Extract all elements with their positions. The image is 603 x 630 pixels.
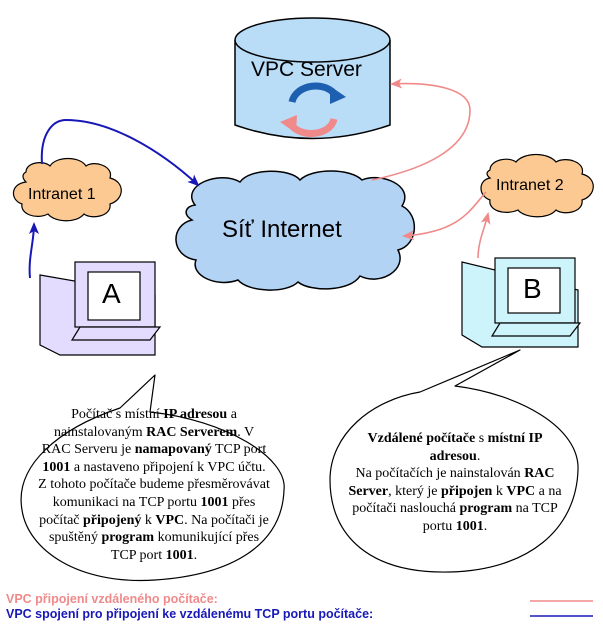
internet-label: Síť Internet xyxy=(222,216,342,243)
remote-line-internet-to-server xyxy=(371,78,471,181)
intranet-1-cloud xyxy=(12,157,122,222)
tcp-line-intranet1-to-internet xyxy=(40,118,200,187)
intranet-2-cloud xyxy=(480,153,594,218)
computer-b xyxy=(461,257,582,348)
remote-line-b-to-intranet2 xyxy=(477,212,491,259)
intranet-1-label: Intranet 1 xyxy=(28,186,96,203)
server-title: VPC Server xyxy=(251,58,362,81)
bubble-b-text: Vzdálené počítače s místní IP adresou.Na… xyxy=(348,431,562,534)
intranet-2-label: Intranet 2 xyxy=(496,177,564,194)
tcp-line-a-to-intranet1 xyxy=(28,222,39,279)
computer-b-label: B xyxy=(523,273,542,304)
bubble-a-text: Počítač s místní IP adresou a nainstalov… xyxy=(38,407,270,563)
remote-line-intranet2-to-internet xyxy=(402,191,487,241)
speech-bubble-a xyxy=(20,374,285,582)
computer-a xyxy=(39,261,162,356)
legend-remote-connection: VPC připojení vzdáleného počítače: xyxy=(6,592,218,606)
internet-cloud xyxy=(175,170,416,291)
speech-bubble-b xyxy=(329,349,579,573)
sync-arrows-icon xyxy=(280,82,346,137)
legend-tcp-connection: VPC spojení pro připojení ke vzdálenému … xyxy=(6,607,374,621)
computer-a-label: A xyxy=(102,278,121,309)
